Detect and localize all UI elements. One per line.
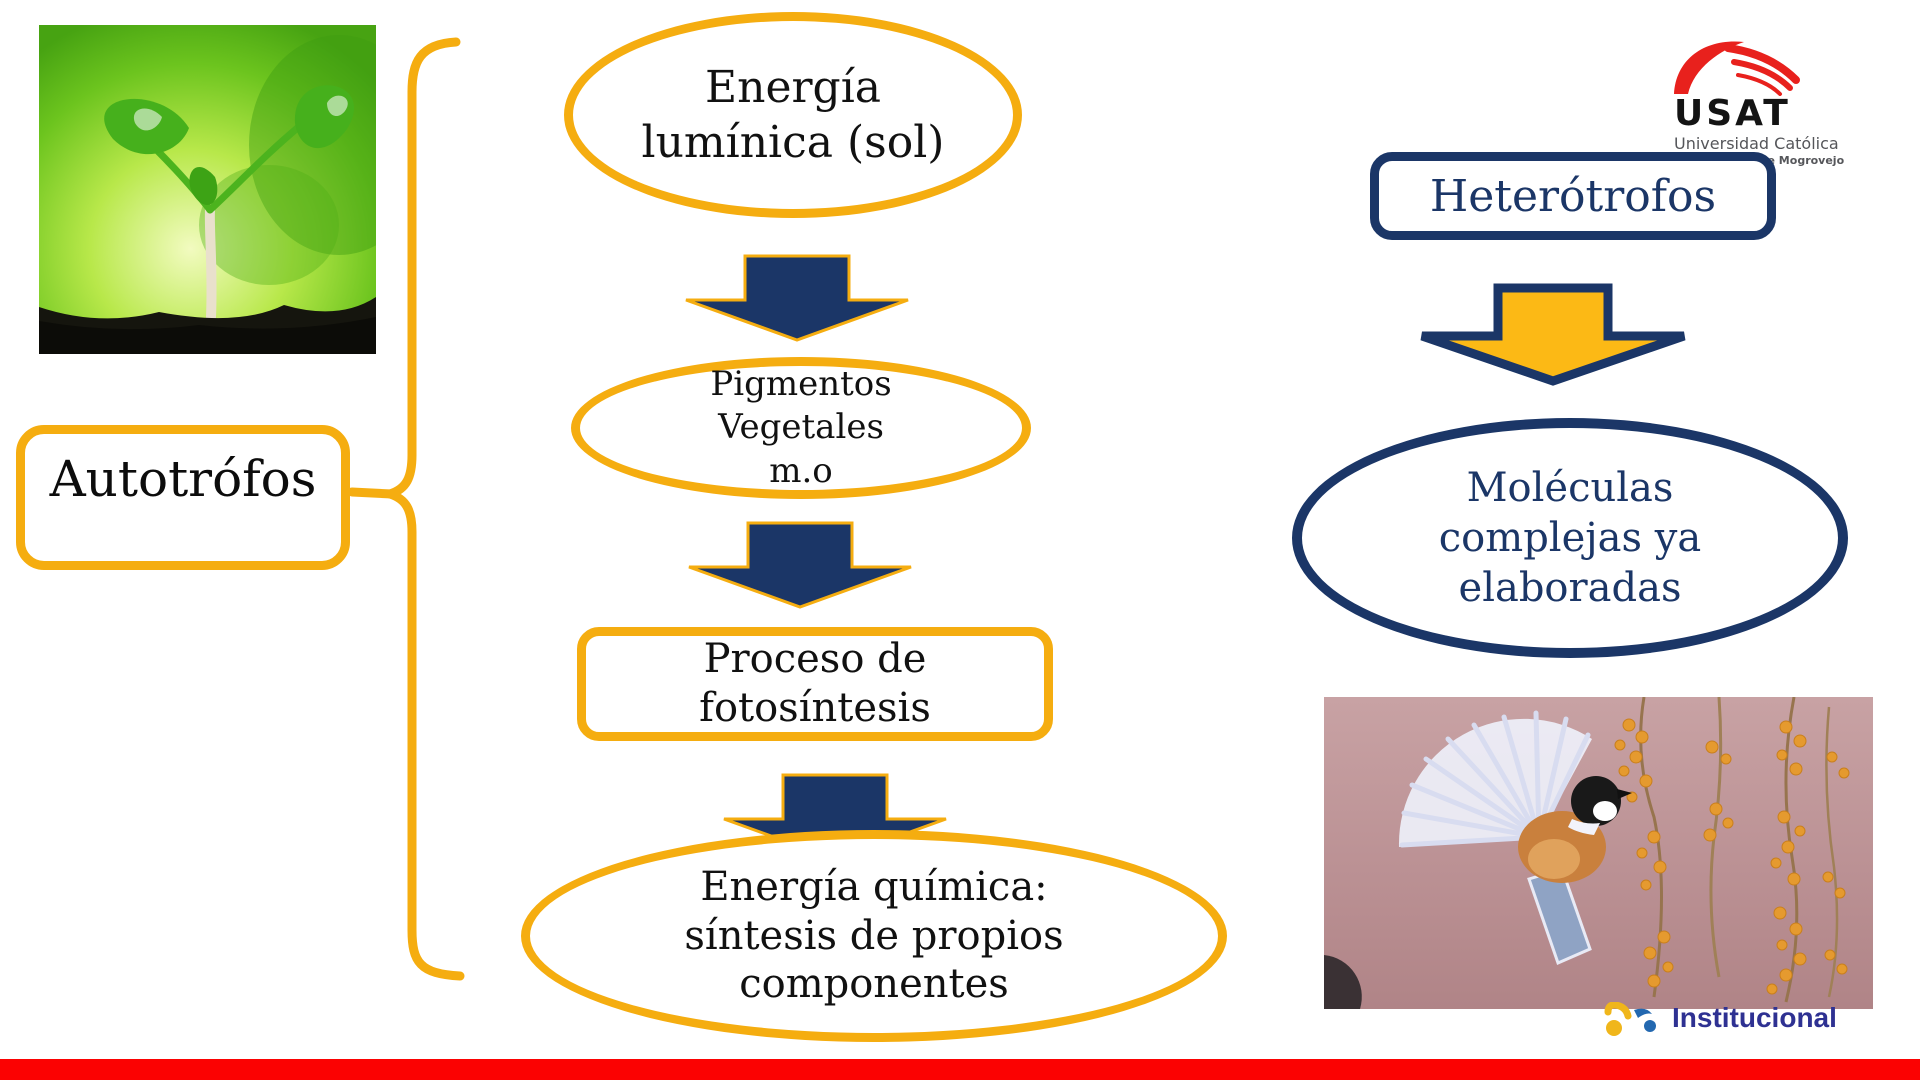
flow-node4-line1: Energía química: <box>700 863 1048 910</box>
usat-swoosh-icon <box>1674 41 1800 96</box>
heterotrofos-box: Heterótrofos <box>1370 152 1776 240</box>
footer-red-bar <box>0 1059 1920 1080</box>
bird-photo <box>1324 697 1873 1009</box>
brace-connector-line <box>347 487 397 499</box>
flow-node2-line2: Vegetales <box>718 407 884 448</box>
moleculas-line1: Moléculas <box>1466 465 1674 511</box>
down-arrow-icon-2 <box>688 521 912 609</box>
flow-node-pigmentos: Pigmentos Vegetales m.o <box>571 357 1031 499</box>
moleculas-ellipse: Moléculas complejas ya elaboradas <box>1292 418 1848 658</box>
seedling-photo-art <box>39 25 376 354</box>
flow-node2-line3: m.o <box>769 450 833 491</box>
usat-logo: USAT Universidad Católica Santo Toribio … <box>1662 36 1852 167</box>
heterotrofos-label: Heterótrofos <box>1429 170 1717 222</box>
bird-photo-art <box>1324 697 1873 1009</box>
flow-node3-line1: Proceso de <box>703 636 927 683</box>
down-arrow-icon-yellow <box>1420 283 1686 386</box>
down-arrow-icon-1 <box>685 254 909 342</box>
moleculas-line3: elaboradas <box>1458 565 1682 611</box>
flow-node4-line2: síntesis de propios <box>684 912 1064 959</box>
seedling-photo <box>39 25 376 354</box>
brace-shape <box>374 37 465 981</box>
flow-node4-line3: componentes <box>739 961 1009 1008</box>
flow-node3-line2: fotosíntesis <box>699 685 931 731</box>
flow-node-proceso-box: Proceso de fotosíntesis <box>577 627 1053 741</box>
flow-node1-line1: Energía <box>705 62 881 113</box>
institucional-label: Institucional <box>1672 1002 1837 1033</box>
usat-name-line1: Universidad Católica <box>1674 134 1839 153</box>
flow-node1-line2: lumínica (sol) <box>641 117 945 168</box>
usat-acronym: USAT <box>1674 93 1791 134</box>
moleculas-line2: complejas ya <box>1438 515 1702 561</box>
flow-node-energia-luminica: Energía lumínica (sol) <box>564 12 1022 218</box>
institucional-icon <box>1604 1002 1656 1036</box>
autotrofos-box: Autotrófos <box>16 425 350 570</box>
autotrofos-label: Autotrófos <box>49 450 317 508</box>
flow-node-energia-quimica: Energía química: síntesis de propios com… <box>521 830 1227 1042</box>
flow-node2-line1: Pigmentos <box>710 363 892 404</box>
